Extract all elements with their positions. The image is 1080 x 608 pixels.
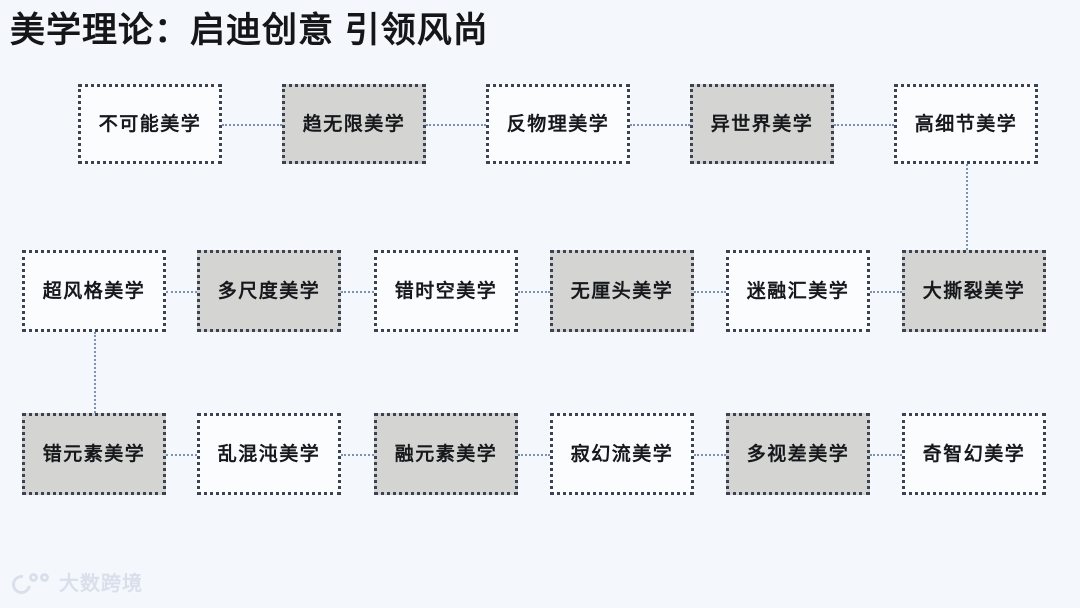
diagram-node[interactable]: 趋无限美学	[282, 84, 426, 164]
diagram-node[interactable]: 不可能美学	[78, 84, 222, 164]
connector-horizontal	[630, 124, 690, 126]
connector-horizontal	[834, 124, 894, 126]
connector-horizontal	[870, 291, 902, 293]
diagram-node[interactable]: 异世界美学	[690, 84, 834, 164]
connector-horizontal	[222, 124, 282, 126]
diagram-node[interactable]: 寂幻流美学	[550, 413, 694, 495]
diagram-node[interactable]: 大撕裂美学	[902, 250, 1046, 332]
diagram-node[interactable]: 奇智幻美学	[902, 413, 1046, 495]
connector-horizontal	[870, 454, 902, 456]
connector-horizontal	[426, 124, 486, 126]
connector-horizontal	[166, 291, 197, 293]
diagram-node[interactable]: 乱混沌美学	[197, 413, 341, 495]
smiley-logo-icon	[8, 571, 52, 598]
page-title: 美学理论：启迪创意 引领风尚	[10, 11, 489, 50]
connector-vertical	[966, 164, 968, 250]
diagram-node[interactable]: 多尺度美学	[197, 250, 341, 332]
diagram-node[interactable]: 错元素美学	[22, 413, 166, 495]
diagram-node[interactable]: 超风格美学	[22, 250, 166, 332]
diagram-node[interactable]: 反物理美学	[486, 84, 630, 164]
diagram-node[interactable]: 多视差美学	[726, 413, 870, 495]
connector-horizontal	[694, 454, 726, 456]
diagram-node[interactable]: 无厘头美学	[550, 250, 694, 332]
connector-horizontal	[518, 291, 550, 293]
logo-wordmark: 大数跨境	[59, 573, 143, 595]
diagram-node[interactable]: 迷融汇美学	[726, 250, 870, 332]
diagram-node[interactable]: 错时空美学	[374, 250, 518, 332]
connector-horizontal	[166, 454, 197, 456]
brand-logo: 大数跨境	[8, 571, 143, 598]
diagram-node[interactable]: 融元素美学	[374, 413, 518, 495]
connector-horizontal	[694, 291, 726, 293]
connector-vertical	[94, 332, 96, 413]
connector-horizontal	[341, 291, 374, 293]
connector-horizontal	[341, 454, 374, 456]
connector-horizontal	[518, 454, 550, 456]
diagram-node[interactable]: 高细节美学	[894, 84, 1038, 164]
